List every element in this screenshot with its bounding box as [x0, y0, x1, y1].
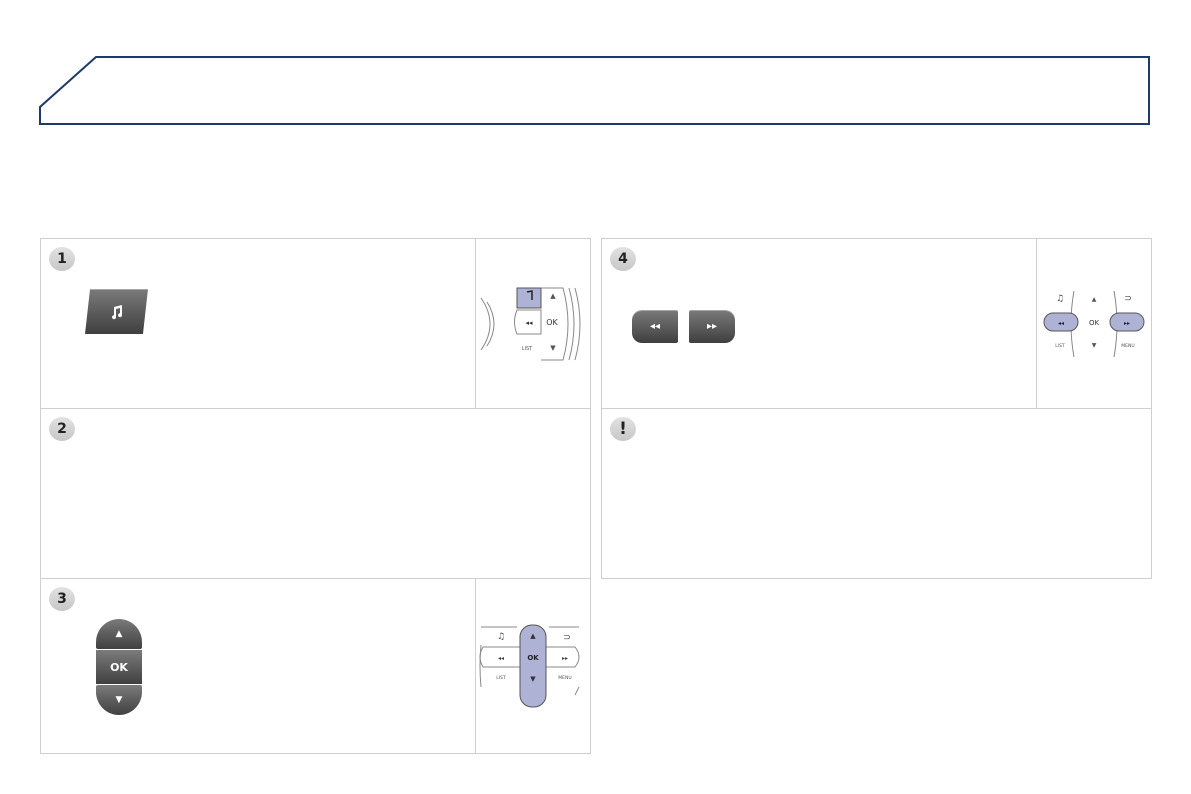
rewind-icon: ◂◂: [649, 321, 661, 332]
control-diagram-1: ▲ OK ◂◂ ▼ LIST: [475, 239, 590, 408]
ok-key: OK: [1089, 319, 1100, 327]
svg-text:◂◂: ◂◂: [525, 319, 533, 327]
svg-text:◂◂: ◂◂: [498, 655, 504, 662]
rewind-button[interactable]: ◂◂: [632, 310, 678, 343]
step-number: 1: [57, 251, 67, 267]
arrow-down-icon: ▼: [115, 695, 123, 705]
svg-text:♫: ♫: [497, 632, 505, 642]
step-number: 4: [618, 251, 628, 267]
ok-button[interactable]: OK: [96, 650, 142, 684]
step-3-panel: 3 ▲ OK ▼ ♫ ⊃ ▲ OK ▼ ◂◂ ▸▸ LIST MENU: [40, 578, 591, 754]
music-button[interactable]: [85, 289, 148, 334]
arrow-up-icon: ▲: [115, 629, 123, 639]
list-key: LIST: [522, 346, 533, 352]
control-diagram-4: ♫ ▲ ⊃ ◂◂ OK ▸▸ LIST ▼ MENU: [1036, 239, 1151, 408]
warning-panel: !: [601, 408, 1152, 579]
step-number: 3: [57, 591, 67, 607]
menu-key: MENU: [558, 675, 571, 681]
step-4-badge: 4: [610, 247, 636, 271]
step-3-badge: 3: [49, 587, 75, 611]
warning-badge: !: [610, 417, 636, 441]
svg-text:▲: ▲: [530, 632, 536, 640]
control-diagram-3: ♫ ⊃ ▲ OK ▼ ◂◂ ▸▸ LIST MENU: [475, 579, 590, 753]
svg-text:▸▸: ▸▸: [1124, 320, 1130, 327]
menu-key: MENU: [1121, 343, 1134, 349]
list-key: LIST: [1055, 343, 1065, 349]
fast-forward-button[interactable]: ▸▸: [689, 310, 735, 343]
step-4-panel: 4 ◂◂ ▸▸ ♫ ▲ ⊃ ◂◂ OK ▸▸ LIST ▼ MENU: [601, 238, 1152, 409]
ok-button-stack[interactable]: ▲ OK ▼: [96, 619, 142, 715]
steering-control-diagram: ♫ ⊃ ▲ OK ▼ ◂◂ ▸▸ LIST MENU: [479, 624, 580, 708]
step-number: 2: [57, 421, 67, 437]
svg-text:▼: ▼: [1092, 342, 1097, 349]
forward-key-highlight: [1109, 312, 1145, 331]
svg-text:▼: ▼: [530, 675, 536, 683]
step-1-panel: 1 ▲ OK ◂◂ ▼ LIST: [40, 238, 591, 409]
rewind-key-highlight: [1043, 312, 1079, 331]
svg-text:▲: ▲: [550, 292, 556, 300]
step-2-panel: 2: [40, 408, 591, 579]
svg-text:◂◂: ◂◂: [1058, 320, 1064, 327]
svg-text:▸▸: ▸▸: [562, 655, 568, 662]
list-key: LIST: [496, 675, 506, 681]
svg-text:▼: ▼: [550, 344, 556, 352]
step-1-badge: 1: [49, 247, 75, 271]
nav-keys-highlight: [519, 624, 547, 708]
up-button[interactable]: ▲: [96, 619, 142, 649]
music-note-icon: [111, 304, 122, 319]
ok-key: OK: [527, 654, 539, 662]
steering-control-diagram: ♫ ▲ ⊃ ◂◂ OK ▸▸ LIST ▼ MENU: [1043, 290, 1145, 357]
step-2-badge: 2: [49, 417, 75, 441]
svg-text:♫: ♫: [1056, 294, 1064, 304]
steering-control-diagram: ▲ OK ◂◂ ▼ LIST: [480, 287, 581, 360]
fast-forward-icon: ▸▸: [706, 321, 718, 332]
down-button[interactable]: ▼: [96, 685, 142, 715]
header-tab-frame: [39, 56, 1150, 125]
music-key-highlight: [516, 287, 542, 308]
svg-text:▲: ▲: [1092, 296, 1097, 303]
svg-text:⊃: ⊃: [1124, 294, 1132, 304]
svg-text:⊃: ⊃: [563, 633, 571, 643]
ok-key: OK: [546, 318, 558, 327]
warning-icon: !: [619, 419, 627, 439]
ok-label: OK: [110, 660, 128, 674]
